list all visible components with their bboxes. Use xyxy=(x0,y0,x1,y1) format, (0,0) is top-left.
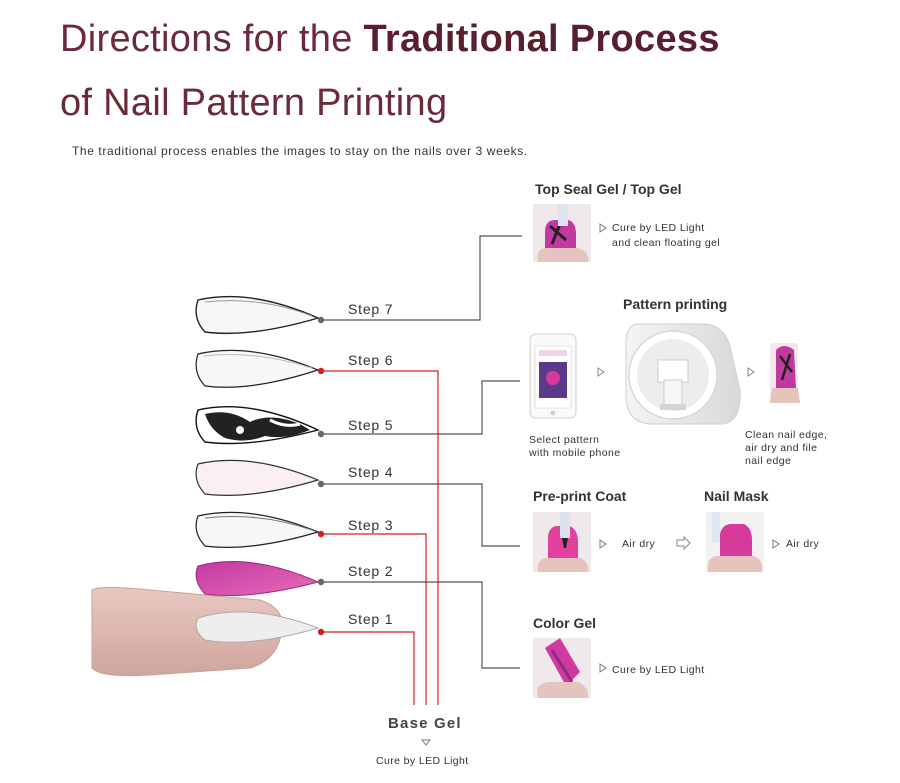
triangle-right-icon xyxy=(598,368,604,376)
preprint-title: Pre-print Coat xyxy=(533,488,627,504)
triangle-right-icon xyxy=(748,368,754,376)
select-pattern-line1: Select pattern xyxy=(529,434,599,446)
preprint-note: Air dry xyxy=(622,538,655,550)
clean-edge-line1: Clean nail edge, xyxy=(745,429,827,441)
step-labels: Step 7 Step 6 Step 5 Step 4 Step 3 Step … xyxy=(348,301,393,627)
phone-illustration xyxy=(530,334,576,418)
triangle-right-icon xyxy=(600,540,606,548)
nail-step4 xyxy=(196,460,318,495)
step6-label: Step 6 xyxy=(348,352,393,368)
triangle-right-icon xyxy=(773,540,779,548)
clean-edge-line3: nail edge xyxy=(745,455,791,467)
top-seal-line2: and clean floating gel xyxy=(612,237,720,249)
nail-step5 xyxy=(196,407,318,444)
step5-label: Step 5 xyxy=(348,417,393,433)
pattern-title: Pattern printing xyxy=(623,296,727,312)
arrow-right-icon xyxy=(677,537,690,549)
step-dots xyxy=(318,317,324,635)
printer-illustration xyxy=(626,324,740,424)
top-seal-line1: Cure by LED Light xyxy=(612,222,705,234)
color-gel-section: Color Gel Cure by LED Light xyxy=(533,615,705,698)
clean-edge-line2: air dry and file xyxy=(745,442,817,454)
step7-label: Step 7 xyxy=(348,301,393,317)
triangle-down-icon xyxy=(422,740,430,745)
pattern-section: Pattern printing Select patte xyxy=(528,296,827,467)
select-pattern-line2: with mobile phone xyxy=(528,447,620,459)
step3-label: Step 3 xyxy=(348,517,393,533)
top-seal-title: Top Seal Gel / Top Gel xyxy=(535,181,682,197)
nail-step3 xyxy=(196,512,318,547)
nail-step6 xyxy=(196,350,318,387)
step2-label: Step 2 xyxy=(348,563,393,579)
color-gel-note: Cure by LED Light xyxy=(612,664,705,676)
nail-step2 xyxy=(196,562,318,596)
triangle-right-icon xyxy=(600,664,606,672)
triangle-right-icon xyxy=(600,224,606,232)
preprint-section: Pre-print Coat Air dry xyxy=(533,488,690,572)
finger-illustration xyxy=(92,588,318,676)
base-gel-title: Base Gel xyxy=(388,715,462,732)
step1-label: Step 1 xyxy=(348,611,393,627)
top-seal-section: Top Seal Gel / Top Gel Cure by LED Light… xyxy=(533,181,720,262)
color-gel-title: Color Gel xyxy=(533,615,596,631)
nail-mask-title: Nail Mask xyxy=(704,488,769,504)
printed-nail-illustration xyxy=(770,343,800,403)
step4-label: Step 4 xyxy=(348,464,393,480)
nail-step7 xyxy=(196,297,318,334)
base-gel-note: Cure by LED Light xyxy=(376,755,469,767)
nail-mask-note: Air dry xyxy=(786,538,819,550)
nail-mask-section: Nail Mask Air dry xyxy=(704,488,819,572)
